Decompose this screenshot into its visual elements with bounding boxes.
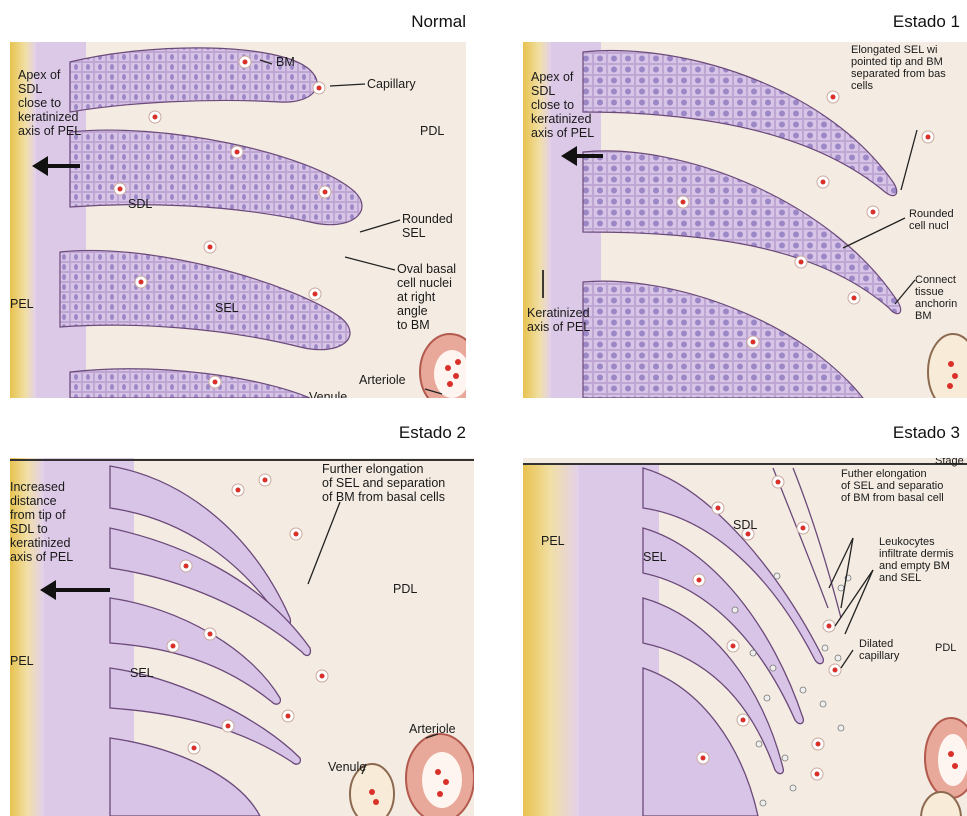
label-apex: Apex of SDL close to keratinized axis of…	[531, 70, 594, 140]
label-sel: SEL	[643, 550, 667, 564]
label-leukocytes: Leukocytes infiltrate dermis and empty B…	[879, 536, 954, 584]
panel-estado-3: Stage Futher elongation of SEL and separ…	[523, 458, 967, 816]
label-connective: Connect tissue anchorin BM	[915, 274, 957, 322]
label-sel: SEL	[130, 666, 154, 680]
label-arteriole: Arteriole	[409, 722, 456, 736]
label-sdl: SDL	[128, 197, 152, 211]
label-rounded-sel: Rounded SEL	[402, 212, 453, 240]
panel-normal: Apex of SDL close to keratinized axis of…	[10, 42, 466, 398]
label-venule: Venule	[328, 760, 366, 774]
label-elongated-sel: Elongated SEL wi pointed tip and BM sepa…	[851, 44, 946, 92]
label-rounded-nuclei: Rounded cell nucl	[909, 208, 954, 232]
label-pdl: PDL	[935, 642, 956, 654]
label-capillary: Capillary	[367, 77, 416, 91]
label-keratinized: Keratinized axis of PEL	[527, 306, 590, 334]
panel-title-estado-2: Estado 2	[360, 423, 466, 443]
label-apex: Apex of SDL close to keratinized axis of…	[18, 68, 81, 138]
label-sel: SEL	[215, 301, 239, 315]
panel-title-normal: Normal	[360, 12, 466, 32]
label-sdl: SDL	[733, 518, 757, 532]
panel-title-estado-1: Estado 1	[860, 12, 960, 32]
label-further-elongation: Futher elongation of SEL and separatio o…	[841, 468, 944, 504]
label-bm: BM	[276, 55, 295, 69]
label-pel: PEL	[541, 534, 565, 548]
label-increased-distance: Increased distance from tip of SDL to ke…	[10, 480, 73, 564]
label-dilated-capillary: Dilated capillary	[859, 638, 899, 662]
panel-estado-2: Increased distance from tip of SDL to ke…	[10, 458, 474, 816]
label-further-elongation: Further elongation of SEL and separation…	[322, 462, 445, 504]
label-pel: PEL	[10, 654, 34, 668]
label-stage: Stage	[935, 458, 964, 467]
label-venule: Venule	[309, 390, 347, 398]
label-pdl: PDL	[393, 582, 417, 596]
label-arteriole: Arteriole	[359, 373, 406, 387]
estado-2-illustration	[10, 458, 474, 816]
estado-3-illustration	[523, 458, 967, 816]
label-oval-nuclei: Oval basal cell nuclei at right angle to…	[397, 262, 456, 332]
panel-estado-1: Apex of SDL close to keratinized axis of…	[523, 42, 967, 398]
panel-title-estado-3: Estado 3	[860, 423, 960, 443]
label-pdl: PDL	[420, 124, 444, 138]
label-pel: PEL	[10, 297, 34, 311]
